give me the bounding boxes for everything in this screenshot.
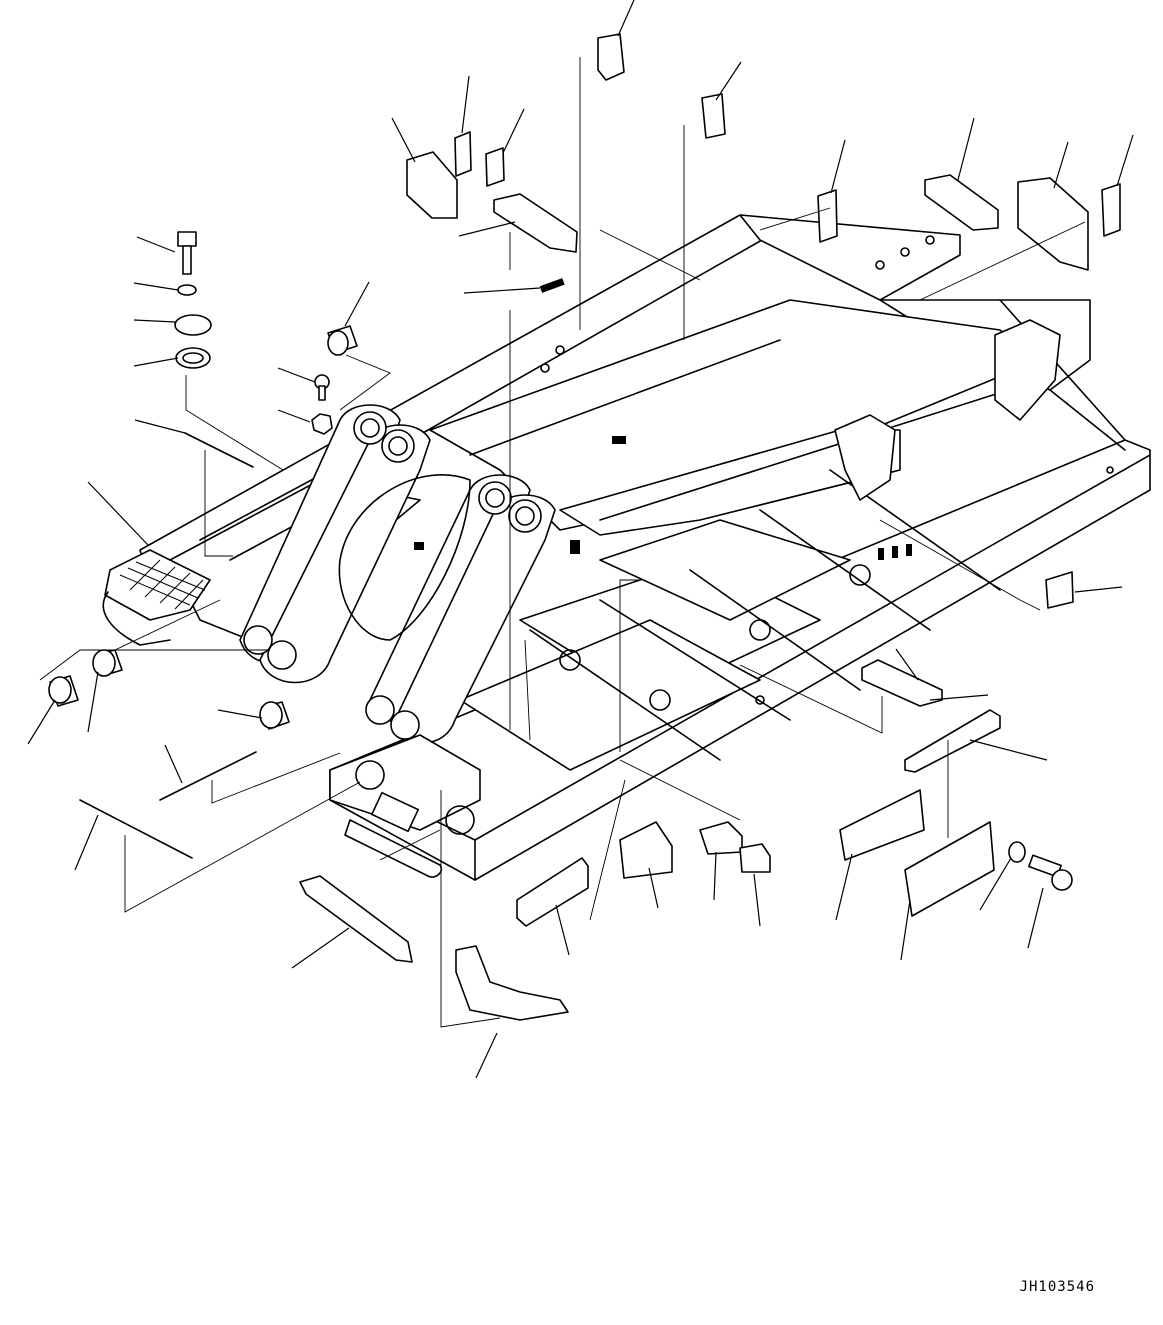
plate-part-icon bbox=[516, 857, 589, 927]
exploded-parts bbox=[48, 33, 1121, 1021]
nut-part-icon bbox=[311, 413, 333, 435]
rod-part-icon bbox=[184, 432, 254, 468]
bracket-part-icon bbox=[839, 789, 925, 861]
bracket-part-icon bbox=[904, 821, 995, 917]
rod-part-icon bbox=[79, 799, 193, 859]
cap-part-icon bbox=[174, 314, 212, 336]
block-part-icon bbox=[619, 821, 673, 879]
plate-part-icon bbox=[817, 189, 838, 243]
washer-part-icon bbox=[177, 284, 197, 296]
plate-part-icon bbox=[701, 93, 726, 139]
plate-part-icon bbox=[1045, 571, 1074, 609]
bushing-part-icon bbox=[48, 675, 79, 707]
plate-part-icon bbox=[1017, 177, 1089, 271]
bolt-part-icon bbox=[177, 231, 197, 275]
plate-part-icon bbox=[454, 131, 472, 177]
bushing-part-icon bbox=[327, 325, 358, 356]
plate-part-icon bbox=[924, 174, 999, 231]
drawing-number: JH103546 bbox=[1019, 1279, 1095, 1295]
plate-part-icon bbox=[299, 875, 413, 963]
bushing-part-icon bbox=[259, 701, 290, 730]
block-part-icon bbox=[739, 843, 771, 873]
block-part-icon bbox=[699, 821, 743, 855]
bolt-part-icon bbox=[1028, 854, 1073, 891]
rod-part-icon bbox=[159, 751, 257, 801]
plate-part-icon bbox=[406, 151, 458, 219]
plate-part-icon bbox=[597, 33, 625, 81]
washer-part-icon bbox=[1008, 841, 1026, 863]
main-frame bbox=[102, 214, 1151, 881]
plate-part-icon bbox=[493, 193, 578, 253]
plate-part-icon bbox=[485, 147, 505, 187]
bushing-part-icon bbox=[92, 649, 123, 677]
leader-lines bbox=[27, 0, 1134, 1079]
small-bolt-part-icon bbox=[314, 374, 330, 401]
plate-part-icon bbox=[904, 709, 1001, 773]
plate-part-icon bbox=[1101, 183, 1121, 237]
gasket-part-icon bbox=[175, 347, 211, 369]
reference-lines bbox=[39, 57, 1086, 1028]
plate-part-icon bbox=[861, 659, 943, 707]
plate-part-icon bbox=[455, 945, 569, 1021]
